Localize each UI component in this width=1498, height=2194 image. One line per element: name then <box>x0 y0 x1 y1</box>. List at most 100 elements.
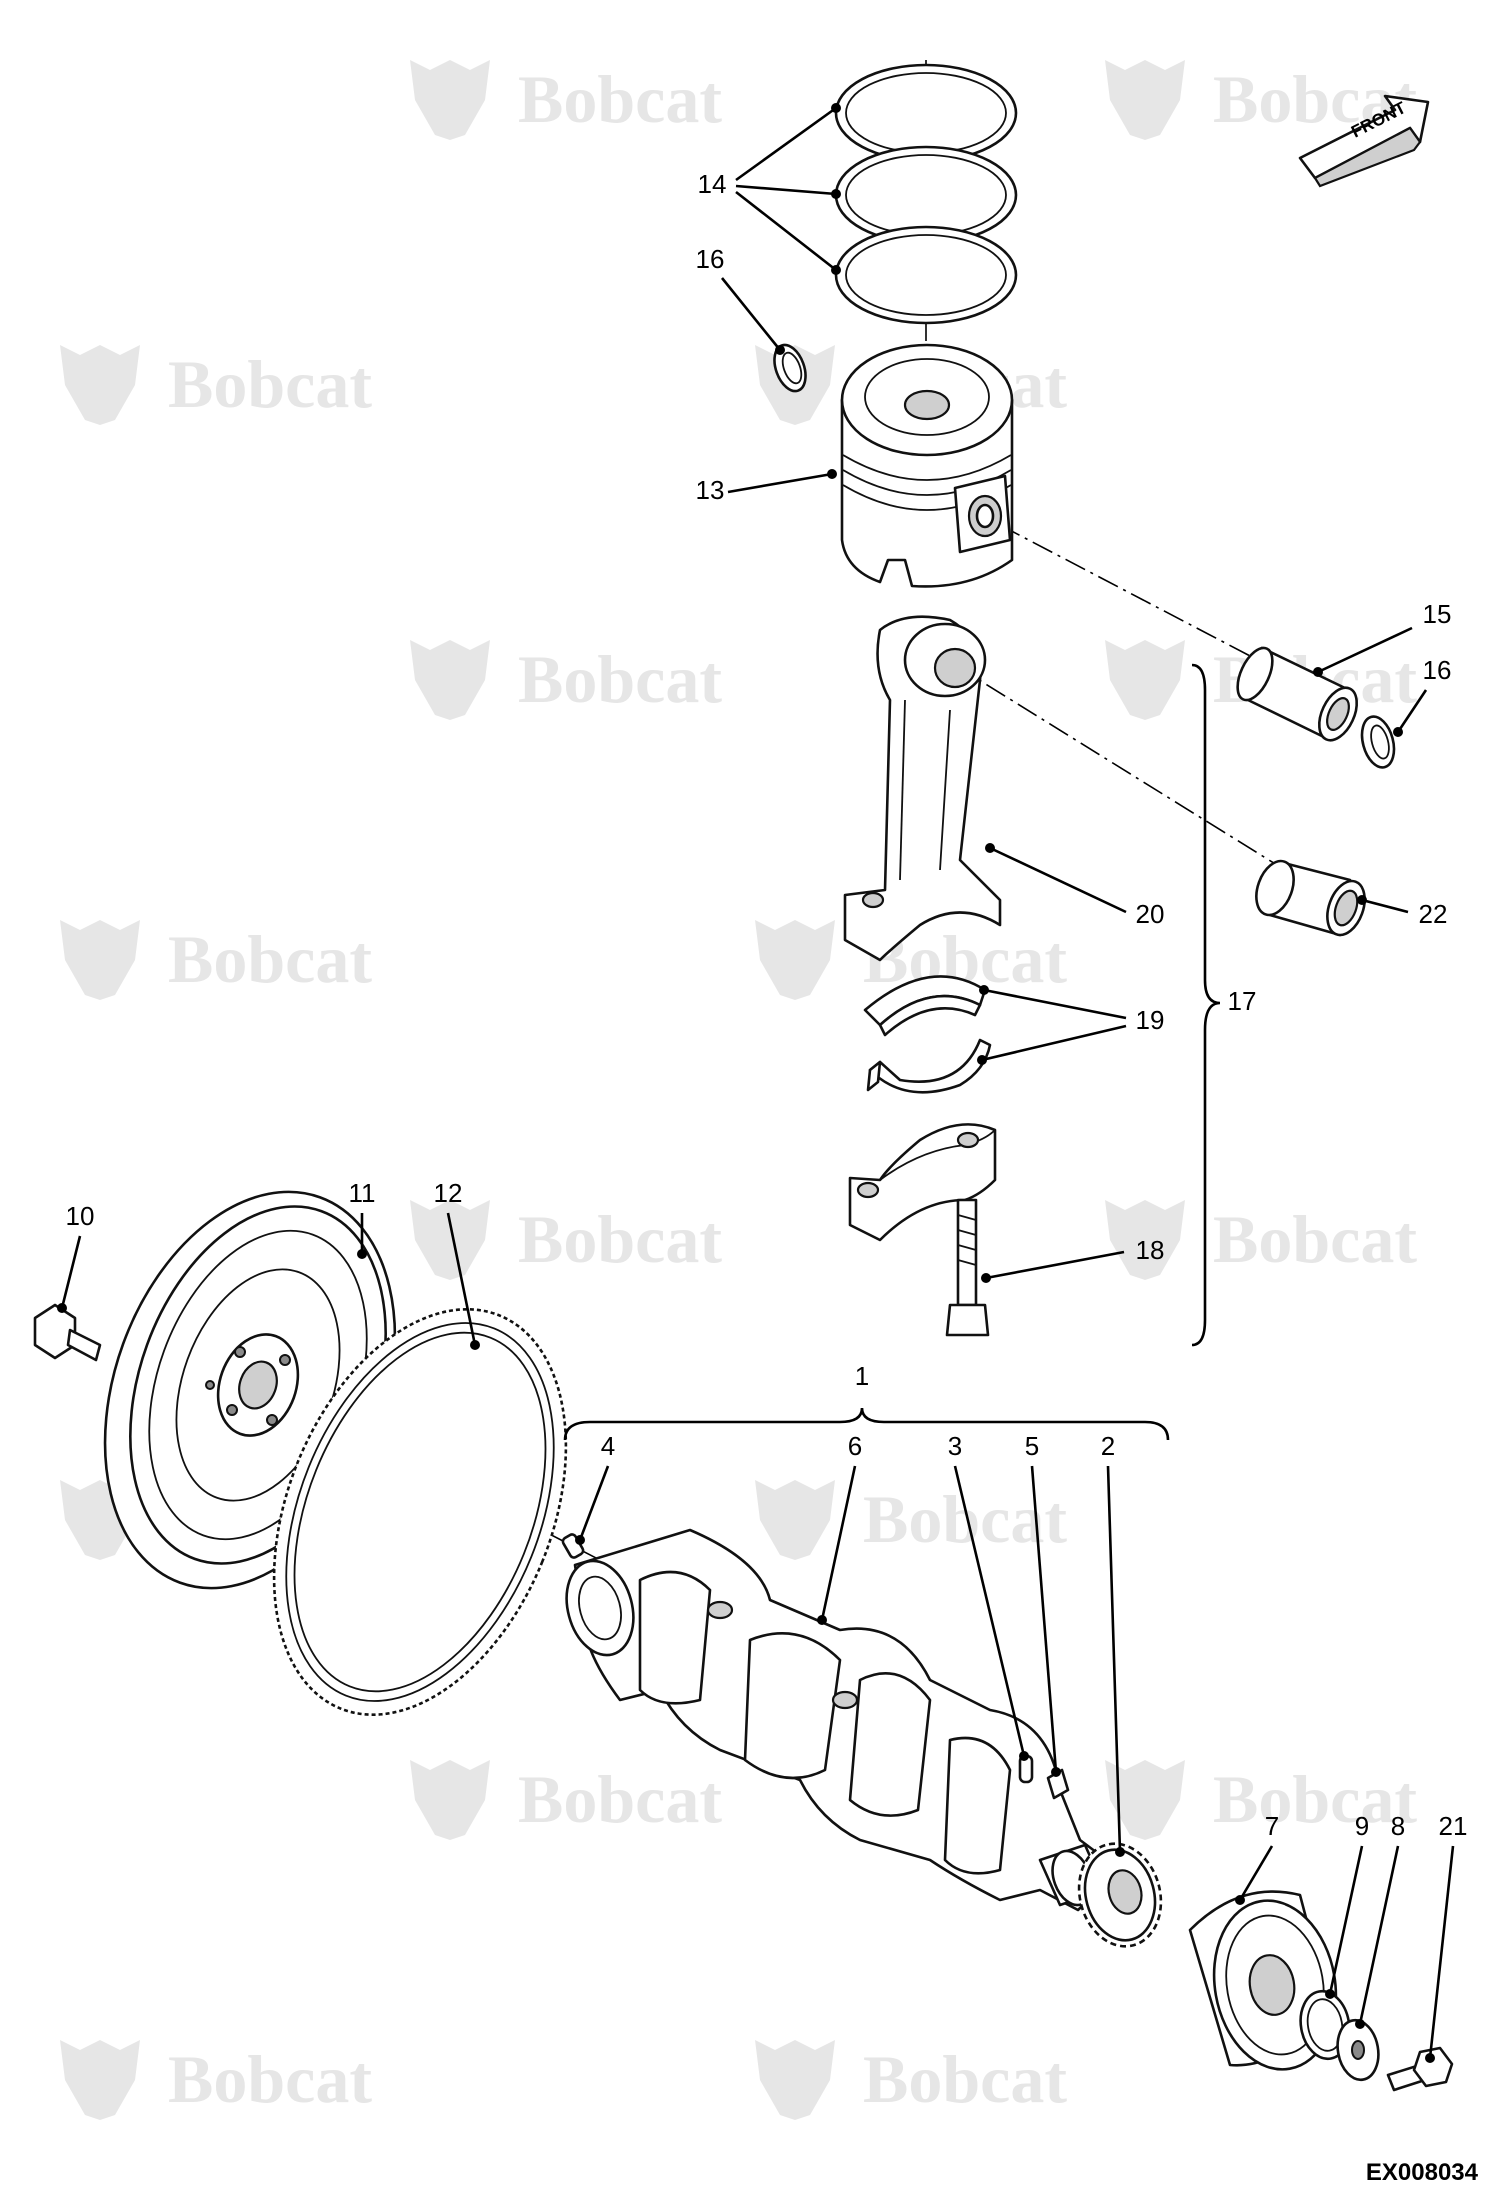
callout-number: 6 <box>848 1431 862 1461</box>
watermark-bobcat-logo: Bobcat <box>755 1480 1067 1560</box>
piston-rings <box>834 63 1018 325</box>
bobcat-head-icon <box>1105 60 1185 140</box>
leader-dot <box>979 985 989 995</box>
callout-number: 16 <box>696 244 725 274</box>
leader-dot <box>831 103 841 113</box>
watermark-bobcat-logo: Bobcat <box>60 345 372 425</box>
crank-gear <box>1077 1842 1163 1948</box>
bobcat-head-icon <box>410 640 490 720</box>
callout-number: 21 <box>1439 1811 1468 1841</box>
bracket-17 <box>1191 663 1221 1347</box>
watermark-bobcat-logo: Bobcat <box>410 1200 722 1280</box>
watermark-text: Bobcat <box>518 641 722 717</box>
callout-15: 15 <box>1313 599 1451 677</box>
watermark-bobcat-logo: Bobcat <box>60 2040 372 2120</box>
callout-9: 9 <box>1325 1811 1369 1999</box>
callout-number: 9 <box>1355 1811 1369 1841</box>
leader-line <box>1238 1845 1274 1901</box>
leader-line <box>985 1250 1125 1280</box>
callout-14: 14 <box>698 103 841 275</box>
callout-number: 20 <box>1136 899 1165 929</box>
leader-line <box>578 1465 610 1541</box>
snap-ring-upper <box>773 343 807 393</box>
leader-line <box>981 1024 1127 1062</box>
leader-dot <box>1115 1847 1125 1857</box>
rod-bolt <box>945 1198 990 1337</box>
bobcat-head-icon <box>755 1480 835 1560</box>
callout-8: 8 <box>1355 1811 1405 2029</box>
leader-line <box>1428 1845 1455 2059</box>
callout-number: 22 <box>1419 899 1448 929</box>
leader-line <box>735 184 837 196</box>
watermark-bobcat-logo: Bobcat <box>1105 1200 1417 1280</box>
callout-19: 19 <box>977 985 1164 1065</box>
watermark-text: Bobcat <box>168 2041 372 2117</box>
ring-gear <box>272 1308 568 1716</box>
bracket-1 <box>563 1407 1170 1441</box>
watermark-text: Bobcat <box>518 1201 722 1277</box>
callout-21: 21 <box>1425 1811 1467 2063</box>
leader-line <box>989 846 1127 914</box>
callout-number: 19 <box>1136 1005 1165 1035</box>
leader-dot <box>985 843 995 853</box>
callout-number: 10 <box>66 1201 95 1231</box>
callout-4: 4 <box>575 1431 615 1545</box>
leader-line <box>60 1235 82 1309</box>
watermark-text: Bobcat <box>518 1761 722 1837</box>
callout-11: 11 <box>349 1178 376 1259</box>
watermark-text: Bobcat <box>863 2041 1067 2117</box>
callout-number: 5 <box>1025 1431 1039 1461</box>
callout-22: 22 <box>1357 895 1447 929</box>
leader-line <box>735 190 837 272</box>
flywheel-bolt <box>33 1303 102 1362</box>
callout-16: 16 <box>696 244 785 355</box>
leader-dot <box>1313 667 1323 677</box>
rod-cap <box>848 1123 997 1242</box>
leader-dot <box>1235 1895 1245 1905</box>
washer <box>1336 2018 1380 2082</box>
callout-number: 2 <box>1101 1431 1115 1461</box>
leader-line <box>1030 1465 1058 1773</box>
leader-line <box>953 1465 1026 1757</box>
leader-dot <box>1051 1767 1061 1777</box>
callout-number: 17 <box>1228 986 1257 1016</box>
callout-3: 3 <box>948 1431 1029 1761</box>
leader-dot <box>1325 1989 1335 1999</box>
leader-dot <box>1019 1751 1029 1761</box>
callout-number: 18 <box>1136 1235 1165 1265</box>
bobcat-head-icon <box>1105 1200 1185 1280</box>
leader-dot <box>977 1055 987 1065</box>
watermark-text: Bobcat <box>168 346 372 422</box>
watermark-bobcat-logo: Bobcat <box>1105 1760 1417 1840</box>
leader-line <box>983 988 1127 1020</box>
bobcat-head-icon <box>755 2040 835 2120</box>
leader-dot <box>57 1303 67 1313</box>
leader-dot <box>470 1340 480 1350</box>
bushing <box>1255 859 1366 937</box>
callout-5: 5 <box>1025 1431 1061 1777</box>
leader-line <box>1358 1845 1400 2025</box>
pulley-bolt <box>1386 2046 1454 2092</box>
callout-13: 13 <box>696 469 837 505</box>
callout-1: 1 <box>855 1361 869 1391</box>
leader-line <box>1106 1465 1122 1853</box>
callout-16: 16 <box>1393 655 1451 737</box>
bobcat-head-icon <box>1105 640 1185 720</box>
leader-line <box>720 277 782 351</box>
watermark-bobcat-logo: Bobcat <box>410 1760 722 1840</box>
leader-line <box>446 1212 477 1346</box>
bobcat-head-icon <box>755 920 835 1000</box>
watermark-text: Bobcat <box>518 61 722 137</box>
leader-dot <box>1393 727 1403 737</box>
leader-dot <box>817 1615 827 1625</box>
watermark-text: Bobcat <box>1213 1201 1417 1277</box>
piston <box>840 343 1014 588</box>
leader-dot <box>981 1273 991 1283</box>
callout-7: 7 <box>1235 1811 1279 1905</box>
callout-number: 15 <box>1423 599 1452 629</box>
callout-number: 8 <box>1391 1811 1405 1841</box>
watermark-text: Bobcat <box>1213 1761 1417 1837</box>
callout-number: 11 <box>349 1178 376 1208</box>
leader-line <box>735 106 837 182</box>
callout-2: 2 <box>1101 1431 1125 1857</box>
